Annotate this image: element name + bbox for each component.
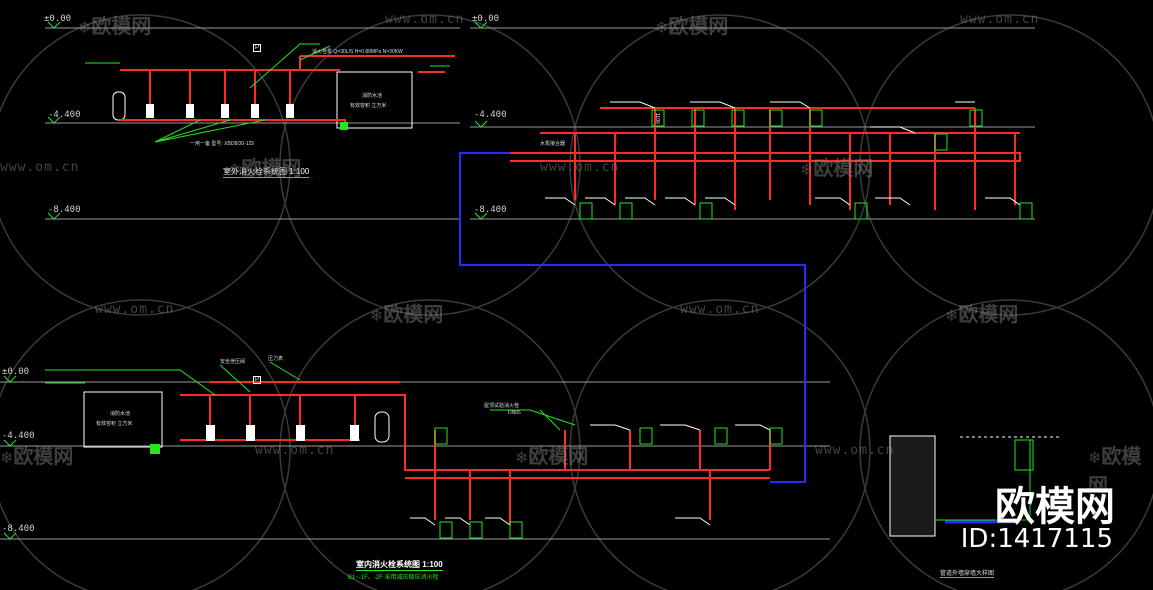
level-mid-bottom: -4.400 — [2, 431, 35, 441]
indoor-note: B1~-1F、-2F 采用减压稳压消火栓 — [348, 575, 439, 581]
level-top-left: ±0.00 — [44, 14, 72, 24]
p-tag-top: P — [253, 44, 262, 52]
level-markers — [3, 21, 488, 540]
outdoor-leaders — [85, 43, 450, 143]
hydrant-spec: 屋顶试验消火栓 — [484, 403, 520, 409]
watermark-url-7: www.om.cn — [255, 443, 335, 458]
watermark-url-2: www.om.cn — [960, 12, 1040, 27]
watermark-site-8: 欧模网 — [515, 440, 588, 469]
watermark-site-1: 欧模网 — [78, 10, 151, 39]
indoor-lower-system — [45, 361, 783, 539]
tank-top-label: 消防水池 — [362, 93, 383, 99]
watermark-url-4: www.om.cn — [540, 160, 620, 175]
pressure-vessel-top — [112, 91, 126, 121]
watermark-url-3: www.om.cn — [0, 160, 80, 175]
level-lines — [0, 27, 1035, 540]
outdoor-tank — [336, 71, 413, 129]
pipe-note: 水泵接合器 — [540, 141, 566, 147]
tank-top-note: 有效容积 立方米 — [350, 103, 387, 109]
watermark-site-3: 欧模网 — [228, 152, 301, 181]
relief-label: 安全泄压阀 — [220, 359, 246, 365]
level-low-right: -8.400 — [474, 205, 507, 215]
watermark-url-1: www.om.cn — [385, 12, 465, 27]
watermark-url-6: www.om.cn — [680, 302, 760, 317]
level-top-bottom: ±0.00 — [2, 367, 30, 377]
outdoor-system — [85, 43, 455, 143]
box-label: 1100 — [654, 113, 660, 124]
pump-spec-top: 消火栓泵 Q=30L/S H=0.80MPa N=30KW — [312, 49, 403, 55]
lower-hydrant-boxes — [434, 427, 783, 539]
detail-title: 管道外墙穿墙大样图 — [940, 568, 995, 578]
watermark-site-2: 欧模网 — [655, 10, 728, 39]
upper-hydrant-boxes — [579, 109, 1033, 220]
outdoor-pumps — [146, 104, 294, 118]
tank-left-note: 有效容积 立方米 — [96, 421, 133, 427]
watermark-site-4: 欧模网 — [800, 152, 873, 181]
level-mid-left: -4.400 — [48, 110, 81, 120]
level-top-right: ±0.00 — [472, 14, 500, 24]
blue-connector — [459, 152, 806, 483]
pump-spec-low: 一用一备 型号: XBD8/30-125 — [190, 141, 255, 147]
brand-id: ID:1417115 — [960, 524, 1113, 554]
level-mid-right: -4.400 — [474, 110, 507, 120]
gauge-label: 压力表 — [268, 356, 284, 362]
upper-main-pipes — [510, 107, 1021, 210]
watermark-url-8: www.om.cn — [815, 443, 895, 458]
watermark-site-5: 欧模网 — [370, 298, 443, 327]
watermark-url-5: www.om.cn — [95, 302, 175, 317]
brand-name: 欧模网 — [995, 484, 1115, 530]
watermark-site-7: 欧模网 — [0, 440, 73, 469]
level-low-bottom: -8.400 — [2, 524, 35, 534]
detail-drawing — [889, 435, 1060, 537]
indoor-upper-system — [510, 101, 1033, 220]
lower-pumps — [206, 425, 359, 441]
upper-branches — [545, 101, 1021, 206]
lower-branches — [410, 424, 771, 526]
level-low-left: -8.400 — [48, 205, 81, 215]
hydrant-dn: DN65 — [508, 410, 521, 416]
indoor-tank — [83, 391, 163, 448]
p-tag-low: P — [253, 376, 262, 384]
pressure-vessel-low — [374, 411, 390, 443]
lower-leaders — [45, 361, 576, 431]
tank-left-label: 消防水池 — [110, 411, 131, 417]
watermark-site-6: 欧模网 — [945, 298, 1018, 327]
watermark-site-9: 欧模网 — [1088, 440, 1153, 498]
indoor-title: 室内消火栓系统图 1:100 — [356, 560, 443, 571]
